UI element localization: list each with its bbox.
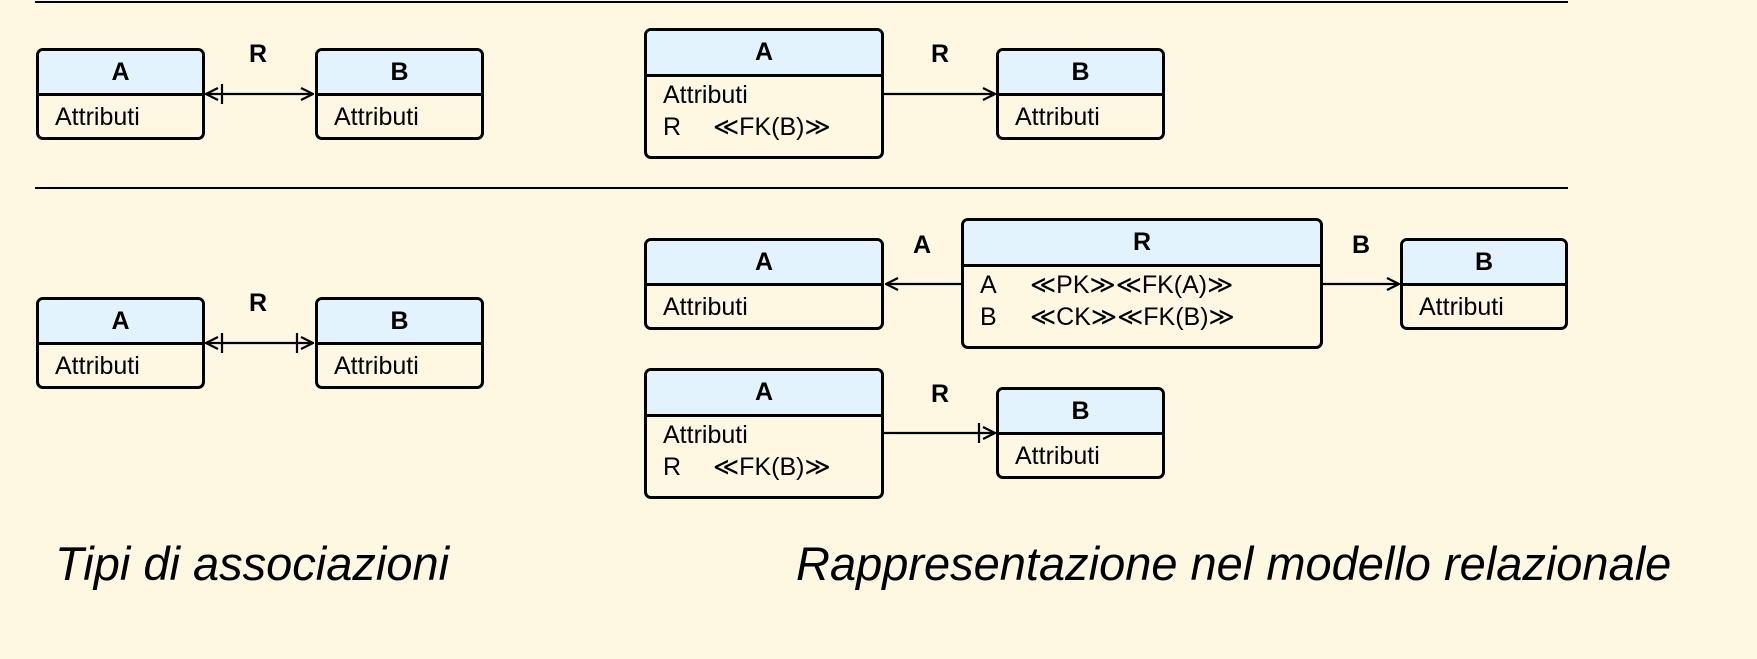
attributes-label: Attributi: [1419, 293, 1504, 321]
attributes-label: Attributi: [334, 352, 419, 380]
attributes-label: Attributi: [55, 352, 140, 380]
link-label-a: A: [913, 231, 932, 259]
relation-label: R: [249, 40, 268, 68]
attributes-label: Attributi: [1015, 103, 1100, 131]
entity-a-left-top: A Attributi: [36, 48, 205, 140]
caption-left: Tipi di associazioni: [55, 537, 450, 590]
entity-b-left-top: B Attributi: [315, 48, 484, 140]
attributes-label: Attributi: [1015, 442, 1100, 470]
link-label-b: B: [1352, 231, 1371, 259]
table-b-bottom: B Attributi: [996, 387, 1165, 479]
attributes-label: Attributi: [55, 103, 140, 131]
table-a-middle: A Attributi: [644, 238, 884, 330]
attributes-label: Attributi: [663, 81, 748, 109]
attributes-label: Attributi: [663, 293, 748, 321]
table-b-top: B Attributi: [996, 48, 1165, 140]
relation-label: R: [931, 40, 950, 68]
entity-a-left-bottom: A Attributi: [36, 297, 205, 389]
assoc-row-b: B≪CK≫≪FK(B)≫: [980, 303, 1235, 331]
relation-label: R: [249, 289, 268, 317]
fk-row: R≪FK(B)≫: [663, 453, 831, 481]
relation-label: R: [931, 380, 950, 408]
table-r-association: R A≪PK≫≪FK(A)≫ B≪CK≫≪FK(B)≫: [961, 218, 1323, 349]
table-a-fk-top: A Attributi R≪FK(B)≫: [644, 28, 884, 159]
table-a-fk-bottom: A Attributi R≪FK(B)≫: [644, 368, 884, 499]
attributes-label: Attributi: [334, 103, 419, 131]
caption-right: Rappresentazione nel modello relazionale: [796, 537, 1672, 590]
fk-row: R≪FK(B)≫: [663, 113, 831, 141]
entity-b-left-bottom: B Attributi: [315, 297, 484, 389]
attributes-label: Attributi: [663, 421, 748, 449]
assoc-row-a: A≪PK≫≪FK(A)≫: [980, 271, 1234, 299]
table-b-middle: B Attributi: [1400, 238, 1568, 330]
